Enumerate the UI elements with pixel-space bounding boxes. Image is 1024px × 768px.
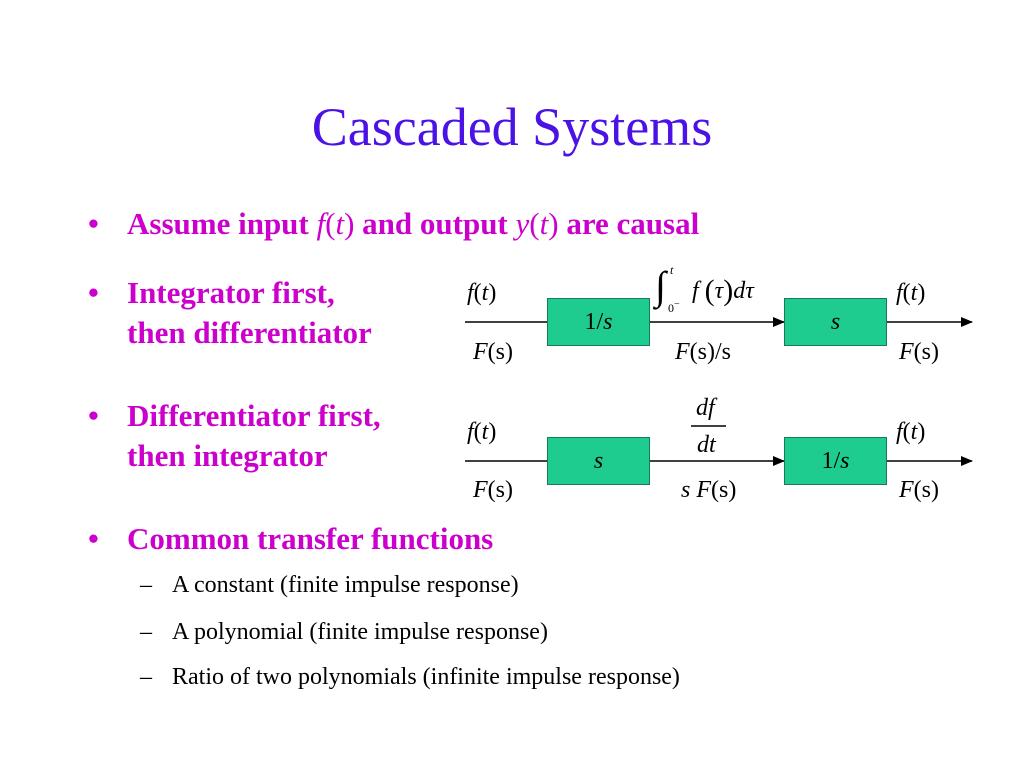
bullet-differentiator-first-line2: then integrator bbox=[127, 438, 328, 473]
diagram2-input-freq-label: F(s) bbox=[473, 477, 513, 503]
bullet-common-transfer-text: Common transfer functions bbox=[127, 521, 494, 556]
diagram1-integrator-block: 1/s bbox=[547, 298, 650, 346]
diagram1-middle-freq-label: F(s)/s bbox=[675, 339, 732, 365]
bullet-common-transfer: • Common transfer functions bbox=[88, 520, 688, 560]
diagram2-output-time-label: f(t) bbox=[896, 419, 926, 445]
bullet-causal: • Assume input f(t) and output y(t) are … bbox=[88, 205, 908, 245]
diagram1-output-freq-label: F(s) bbox=[899, 339, 939, 365]
bullet-dot: • bbox=[88, 206, 99, 241]
diagram1-input-freq-label: F(s) bbox=[473, 339, 513, 365]
diagram1-differentiator-block: s bbox=[784, 298, 887, 346]
diagram2-integrator-block: 1/s bbox=[784, 437, 887, 485]
dash-mark: – bbox=[140, 664, 152, 690]
bullet-integrator-first-line2: then differentiator bbox=[127, 315, 372, 350]
diagram1-input-time-label: f(t) bbox=[467, 280, 497, 306]
bullet-dot: • bbox=[88, 521, 99, 556]
bullet-integrator-first: • Integrator first, then differentiator bbox=[88, 274, 458, 354]
sub-bullet-polynomial: – A polynomial (finite impulse response) bbox=[140, 617, 840, 647]
integral-sign-icon: ∫ bbox=[655, 263, 666, 308]
bullet-differentiator-first: • Differentiator first, then integrator bbox=[88, 397, 458, 477]
diagram1-output-time-label: f(t) bbox=[896, 280, 926, 306]
sub-bullet-constant: – A constant (finite impulse response) bbox=[140, 570, 840, 600]
sub-bullet-ratio-text: Ratio of two polynomials (infinite impul… bbox=[172, 664, 680, 690]
bullet-differentiator-first-line1: Differentiator first, bbox=[127, 398, 381, 433]
bullet-integrator-first-line1: Integrator first, bbox=[127, 275, 335, 310]
diagram1-integral-expression: ∫ t 0− f (τ)dτ bbox=[655, 263, 754, 315]
slide-title: Cascaded Systems bbox=[311, 97, 713, 157]
derivative-denominator: dt bbox=[697, 432, 716, 458]
dash-mark: – bbox=[140, 619, 152, 645]
diagram2-input-time-label: f(t) bbox=[467, 419, 497, 445]
diagram2-output-freq-label: F(s) bbox=[899, 477, 939, 503]
sub-bullet-polynomial-text: A polynomial (finite impulse response) bbox=[172, 619, 548, 645]
derivative-numerator: df bbox=[696, 395, 715, 421]
diagram2-differentiator-block: s bbox=[547, 437, 650, 485]
dash-mark: – bbox=[140, 572, 152, 598]
sub-bullet-constant-text: A constant (finite impulse response) bbox=[172, 572, 519, 598]
sub-bullet-ratio: – Ratio of two polynomials (infinite imp… bbox=[140, 662, 920, 692]
bullet-dot: • bbox=[88, 275, 99, 310]
bullet-causal-text: Assume input f(t) and output y(t) are ca… bbox=[127, 206, 700, 241]
bullet-dot: • bbox=[88, 398, 99, 433]
diagram2-middle-freq-label: s F(s) bbox=[681, 477, 737, 503]
